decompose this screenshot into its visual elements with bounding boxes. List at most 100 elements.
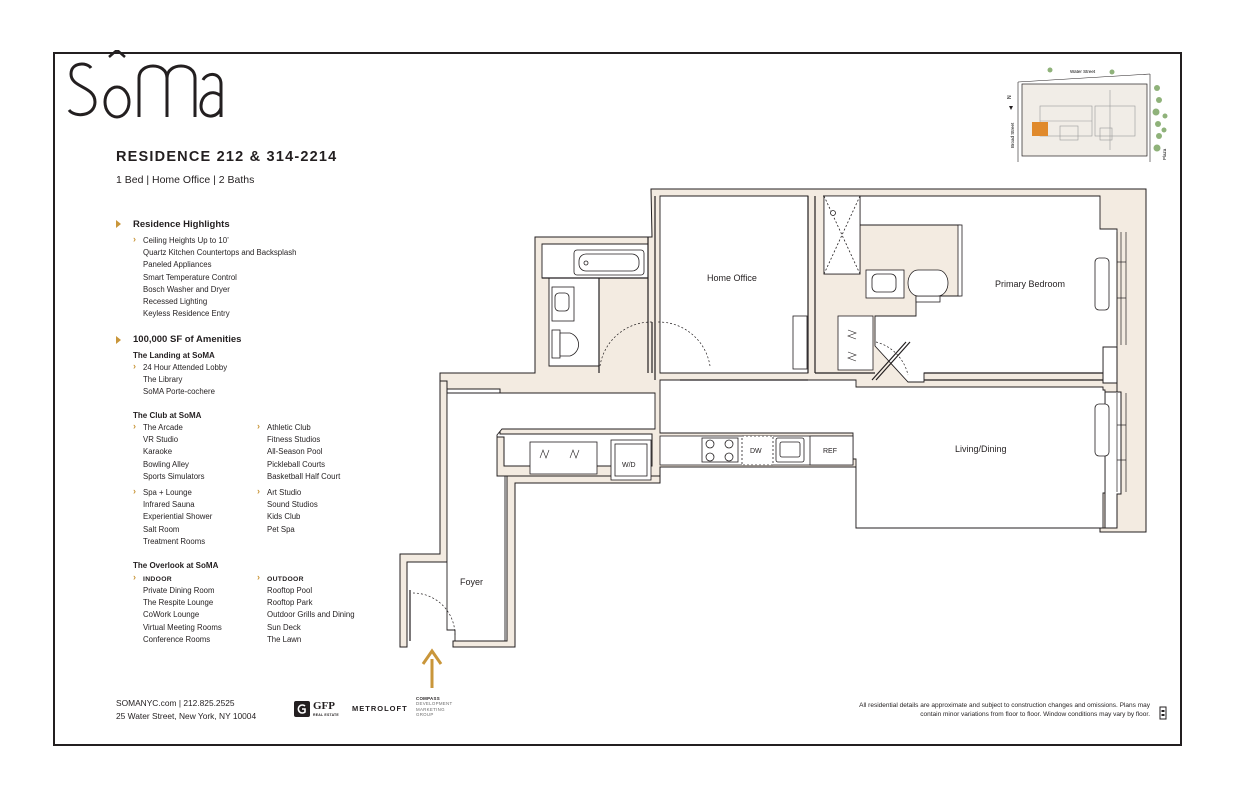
door-swings <box>412 321 909 636</box>
indoor-heading: INDOOR <box>143 576 172 583</box>
gfp-subtext: REAL ESTATE <box>313 713 339 717</box>
list-item: Treatment Rooms <box>143 536 206 546</box>
list-item: 24 Hour Attended Lobby <box>143 363 228 372</box>
overlook-heading: The Overlook at SoMA <box>133 561 219 570</box>
compass-logo: COMPASS DEVELOPMENT MARKETING GROUP <box>416 696 452 717</box>
highlights-list: Ceiling Heights Up to 10’ Quartz Kitchen… <box>143 235 296 320</box>
entry-arrow-icon <box>421 648 443 688</box>
key-plan-streets <box>1017 73 1151 162</box>
list-item: Infrared Sauna <box>143 500 195 510</box>
highlighted-unit <box>1032 122 1048 136</box>
list-item: CoWork Lounge <box>143 610 200 620</box>
fixture-label-ref: REF <box>823 448 837 455</box>
building-internal-lines <box>1039 90 1136 150</box>
club-heading: The Club at SoMA <box>133 411 202 420</box>
bullet-triangle-icon <box>116 336 121 344</box>
bullet-triangle-icon <box>116 220 121 228</box>
metroloft-logo: METROLOFT <box>352 704 408 713</box>
list-item: Virtual Meeting Rooms <box>143 622 222 632</box>
soma-logo <box>67 50 223 119</box>
list-item: Rooftop Park <box>267 598 313 608</box>
list-item: Fitness Studios <box>267 435 321 445</box>
list-item: Basketball Half Court <box>267 471 341 481</box>
list-item: Sports Simulators <box>143 471 205 481</box>
indoor-list: Private Dining Room The Respite Lounge C… <box>143 585 222 646</box>
chevron-right-icon: › <box>257 421 260 431</box>
list-item: Recessed Lighting <box>143 297 208 307</box>
fixture-label-dw: DW <box>750 448 762 455</box>
partitions <box>542 196 1103 381</box>
outdoor-list: Rooftop Pool Rooftop Park Outdoor Grills… <box>267 585 355 646</box>
chevron-right-icon: › <box>257 486 260 496</box>
list-item: Spa + Lounge <box>143 488 192 497</box>
list-item: The Library <box>143 375 183 385</box>
amenities-heading: 100,000 SF of Amenities <box>133 334 242 345</box>
hvac-hatching <box>539 329 857 459</box>
list-item: Athletic Club <box>267 423 311 432</box>
page-title: RESIDENCE 212 & 314-2214 <box>116 149 338 165</box>
list-item: Kids Club <box>267 512 301 522</box>
landing-heading: The Landing at SoMA <box>133 351 215 360</box>
list-item: Conference Rooms <box>143 634 211 644</box>
chevron-right-icon: › <box>257 572 260 582</box>
list-item: Bosch Washer and Dryer <box>143 284 230 294</box>
key-plan: Water Street Broad Street Plaza N <box>1007 67 1168 162</box>
room-interiors <box>446 195 1118 642</box>
list-item: Paneled Appliances <box>143 260 212 270</box>
street-label-right: Plaza <box>1162 148 1167 160</box>
club-list-2b: Art Studio Sound Studios Kids Club Pet S… <box>267 487 318 536</box>
list-item: Pickleball Courts <box>267 459 326 469</box>
list-item: Ceiling Heights Up to 10’ <box>143 236 229 245</box>
list-item: Salt Room <box>143 524 180 534</box>
list-item: The Arcade <box>143 423 183 432</box>
compass-line: MARKETING <box>416 706 445 712</box>
compass-line: GROUP <box>416 711 434 717</box>
list-item: Sound Studios <box>267 500 318 510</box>
compass-line: DEVELOPMENT <box>416 701 453 707</box>
list-item: The Respite Lounge <box>143 598 214 608</box>
room-label-primary-bedroom: Primary Bedroom <box>995 279 1065 289</box>
chevron-right-icon: › <box>133 486 136 496</box>
landing-list: 24 Hour Attended Lobby The Library SoMA … <box>143 362 227 399</box>
unit-summary: 1 Bed | Home Office | 2 Baths <box>116 174 255 186</box>
chevron-right-icon: › <box>133 361 136 371</box>
room-label-foyer: Foyer <box>460 577 483 587</box>
compass-line: COMPASS <box>416 696 440 701</box>
room-label-living-dining: Living/Dining <box>955 444 1007 454</box>
list-item: All-Season Pool <box>267 447 323 457</box>
fixture-label-wd: W/D <box>622 462 636 469</box>
bath-fixtures <box>551 195 1110 457</box>
building-footprint <box>1021 83 1148 157</box>
legal-disclaimer: All residential details are approximate … <box>859 702 1150 718</box>
website-phone[interactable]: SOMANYC.com | 212.825.2525 <box>116 698 235 708</box>
list-item: Quartz Kitchen Countertops and Backsplas… <box>143 248 297 258</box>
list-item: The Lawn <box>267 634 302 644</box>
trees <box>1047 67 1168 152</box>
list-item: Art Studio <box>267 488 302 497</box>
list-item: Keyless Residence Entry <box>143 309 230 319</box>
chevron-right-icon: › <box>133 421 136 431</box>
list-item: Karaoke <box>143 447 173 457</box>
chevron-right-icon: › <box>133 234 136 244</box>
club-list-1b: Spa + Lounge Infrared Sauna Experiential… <box>143 487 212 548</box>
address: 25 Water Street, New York, NY 10004 <box>116 711 257 721</box>
gfp-logo: GFP REAL ESTATE <box>294 700 342 718</box>
club-list-2a: Athletic Club Fitness Studios All-Season… <box>267 422 340 483</box>
gfp-mark-icon <box>294 701 310 717</box>
list-item: Private Dining Room <box>143 586 215 595</box>
list-item: Smart Temperature Control <box>143 272 237 282</box>
list-item: SoMA Porte-cochere <box>143 387 215 397</box>
chevron-right-icon: › <box>133 572 136 582</box>
list-item: Rooftop Pool <box>267 586 313 595</box>
street-label-left: Broad Street <box>1010 122 1015 148</box>
equal-housing-icon <box>1159 706 1167 720</box>
list-item: Pet Spa <box>267 524 295 534</box>
door-leaves <box>409 322 911 641</box>
contact-info: SOMANYC.com | 212.825.2525 25 Water Stre… <box>116 697 256 723</box>
north-arrow-icon <box>1009 106 1013 110</box>
windows <box>1116 232 1127 492</box>
list-item: Outdoor Grills and Dining <box>267 610 355 620</box>
list-item: VR Studio <box>143 435 179 445</box>
north-label: N <box>1007 95 1013 99</box>
